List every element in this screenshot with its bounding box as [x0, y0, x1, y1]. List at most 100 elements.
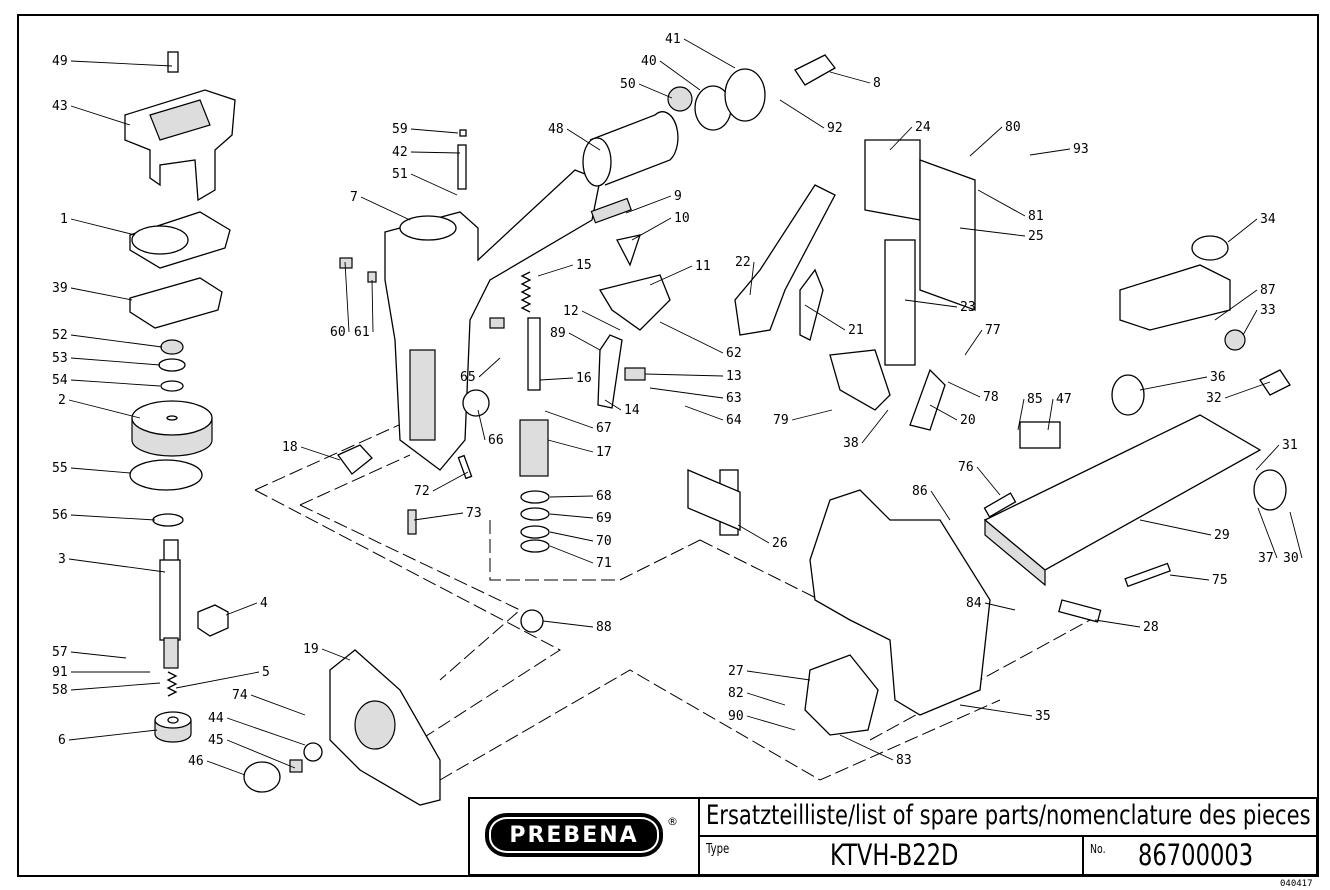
leader-line-52	[70, 334, 163, 348]
part-callout-53: 53	[52, 351, 68, 366]
part-callout-26: 26	[772, 536, 788, 551]
leader-line-55	[70, 467, 131, 474]
part-callout-60: 60	[330, 325, 346, 340]
part-callout-12: 12	[563, 304, 579, 319]
part-callout-70: 70	[596, 534, 612, 549]
prebena-logo: PREBENA	[485, 813, 663, 857]
part-callout-27: 27	[728, 664, 744, 679]
leader-line-53	[70, 357, 161, 366]
leader-line-39	[70, 287, 133, 301]
leader-line-23	[904, 299, 958, 308]
part-callout-35: 35	[1035, 709, 1051, 724]
cover-41	[724, 68, 766, 122]
leader-line-6	[68, 729, 158, 741]
leader-line-1	[70, 218, 136, 236]
leader-line-90	[746, 715, 796, 731]
leader-line-18	[300, 446, 341, 461]
part-callout-85: 85	[1027, 392, 1043, 407]
collar-6	[154, 711, 192, 743]
filter-50	[667, 86, 693, 112]
part-callout-87: 87	[1260, 283, 1276, 298]
part-callout-89: 89	[550, 326, 566, 341]
part-callout-18: 18	[282, 440, 298, 455]
leader-line-46	[206, 760, 246, 776]
leader-line-62	[659, 321, 724, 354]
leader-line-3	[68, 558, 166, 573]
leader-line-61	[371, 279, 374, 333]
leader-line-56	[70, 514, 156, 521]
part-callout-79: 79	[773, 413, 789, 428]
type-label: Type	[706, 842, 730, 857]
part-callout-8: 8	[873, 76, 881, 91]
leader-line-2	[68, 399, 141, 419]
leader-line-37	[1257, 507, 1278, 559]
part-callout-21: 21	[848, 323, 864, 338]
part-callout-74: 74	[232, 688, 248, 703]
part-callout-19: 19	[303, 642, 319, 657]
washer-56	[152, 513, 184, 527]
leader-line-24	[889, 126, 913, 151]
number-cell	[1082, 835, 1318, 876]
leader-line-72	[432, 471, 469, 492]
number-label: No.	[1090, 842, 1106, 856]
leader-line-74	[250, 694, 306, 716]
leader-line-42	[410, 151, 461, 154]
part-callout-83: 83	[896, 753, 912, 768]
leader-line-71	[549, 545, 594, 564]
block-4	[197, 604, 229, 637]
part-callout-63: 63	[726, 391, 742, 406]
part-callout-65: 65	[460, 370, 476, 385]
part-callouts: 4943139525354255563457915856197444454659…	[52, 32, 1303, 776]
part-callout-69: 69	[596, 511, 612, 526]
leader-line-51	[410, 173, 458, 196]
part-callout-91: 91	[52, 665, 68, 680]
part-callout-56: 56	[52, 508, 68, 523]
part-callout-54: 54	[52, 373, 68, 388]
part-callout-84: 84	[966, 596, 982, 611]
leader-line-54	[70, 379, 161, 387]
leader-line-80	[969, 126, 1003, 157]
part-callout-13: 13	[726, 369, 742, 384]
part-callout-11: 11	[695, 259, 711, 274]
part-callout-88: 88	[596, 620, 612, 635]
leader-line-93	[1029, 148, 1071, 156]
part-callout-28: 28	[1143, 620, 1159, 635]
leader-line-59	[410, 128, 459, 134]
leader-line-41	[683, 38, 736, 69]
gasket-39	[129, 277, 223, 329]
sheet-title: Ersatzteilliste/list of spare parts/nome…	[706, 800, 1311, 831]
part-callout-36: 36	[1210, 370, 1226, 385]
part-callout-77: 77	[985, 323, 1001, 338]
part-callout-16: 16	[576, 371, 592, 386]
part-callout-10: 10	[674, 211, 690, 226]
leader-line-63	[649, 387, 724, 399]
part-callout-17: 17	[596, 445, 612, 460]
part-callout-59: 59	[392, 122, 408, 137]
leader-line-57	[70, 651, 127, 659]
leader-line-49	[70, 60, 173, 67]
part-callout-72: 72	[414, 484, 430, 499]
brand-name: PREBENA	[489, 817, 659, 853]
part-callout-41: 41	[665, 32, 681, 47]
leader-line-34	[1227, 218, 1258, 243]
leader-line-5	[175, 671, 260, 689]
part-callout-61: 61	[354, 325, 370, 340]
leader-line-7	[360, 196, 411, 221]
gasket-1-bore	[131, 225, 189, 255]
spring-5	[166, 671, 178, 697]
part-callout-2: 2	[58, 393, 66, 408]
part-callout-15: 15	[576, 258, 592, 273]
nut-52	[160, 339, 184, 355]
part-callout-93: 93	[1073, 142, 1089, 157]
leader-line-76	[976, 466, 1001, 496]
part-callout-43: 43	[52, 99, 68, 114]
leader-line-78	[947, 381, 981, 398]
leader-line-86	[930, 490, 951, 521]
part-callout-62: 62	[726, 346, 742, 361]
part-callout-33: 33	[1260, 303, 1276, 318]
leader-line-33	[1242, 309, 1258, 336]
part-callout-3: 3	[58, 552, 66, 567]
cover-plate-19	[243, 649, 441, 806]
part-callout-66: 66	[488, 433, 504, 448]
